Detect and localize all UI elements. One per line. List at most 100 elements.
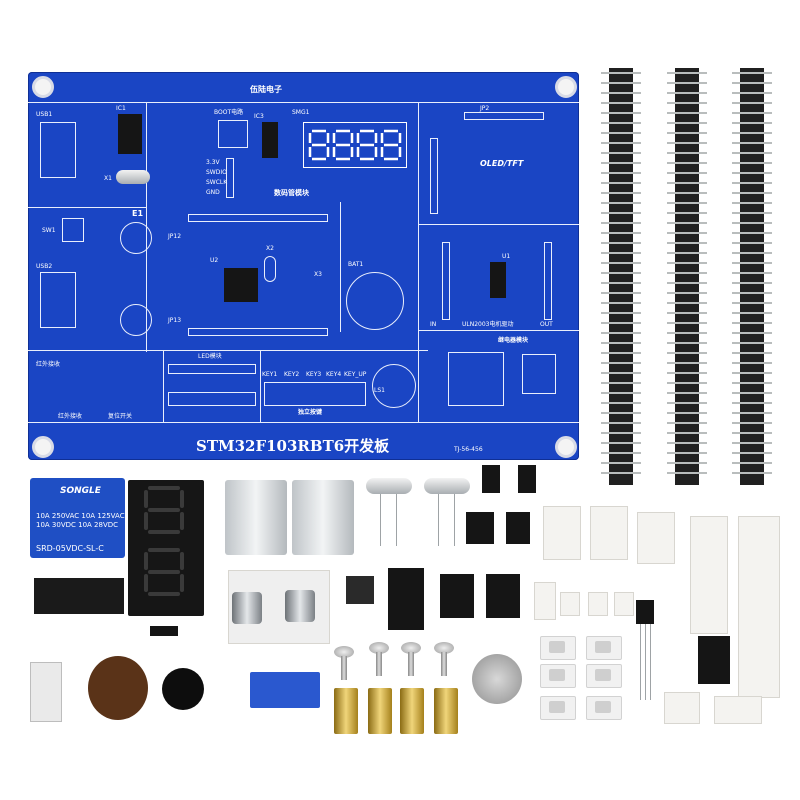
female-header [34,578,124,614]
relay-footprint [448,352,504,406]
header-pin [601,412,641,414]
header-pin [732,472,772,474]
dip-socket [440,574,474,618]
header-pin [732,422,772,424]
jst-connector [664,692,700,724]
mount-hole [32,76,54,98]
tactile-button-core [549,701,565,713]
header-pin [732,102,772,104]
header-pin [732,72,772,74]
ic3-chip [262,122,278,158]
boot-jumper [218,120,248,148]
header-pin [667,172,707,174]
header-pin [732,462,772,464]
screw-shaft [441,652,447,676]
smd-tape [637,512,675,564]
capacitor-e2 [120,304,152,336]
divider [28,102,579,103]
header-pin [667,352,707,354]
header-pin [732,152,772,154]
songle-relay: SONGLE 10A 250VAC 10A 125VAC 10A 30VDC 1… [30,478,125,558]
tactile-button-core [595,669,611,681]
header-pin [667,402,707,404]
header-pin [601,392,641,394]
header-pin [667,332,707,334]
ir-receiver-leg [645,624,646,700]
header-jp12 [188,214,328,222]
header-pin [667,212,707,214]
header-pin [667,282,707,284]
jp12-label: JP12 [168,233,182,240]
sw1-label: SW1 [42,227,56,234]
screw-shaft [341,656,347,680]
electrolytic-capacitor [232,592,262,624]
header-pin [601,372,641,374]
jp13-label: JP13 [168,317,182,324]
usb-connector [292,480,354,555]
swd-header [226,158,234,198]
usb1-label: USB1 [36,111,53,118]
standoff [434,688,458,734]
header-pin [601,302,641,304]
crystal-leg [454,494,455,546]
oled-side-header [430,138,438,214]
header-pin [601,262,641,264]
key-footprints [264,382,366,406]
oled-header [464,112,544,120]
jst-connector [714,696,762,724]
crystal-leg [438,494,439,546]
tactile-button [586,696,622,720]
tactile-button-core [549,669,565,681]
header-pin [667,292,707,294]
divider [418,330,579,331]
buzzer-footprint [372,364,416,408]
smd-inductor [482,465,500,493]
header-pin [667,182,707,184]
header-pin [601,382,641,384]
relay-model: SRD-05VDC-SL-C [36,544,104,553]
header-pin [667,82,707,84]
buzzer [162,668,204,710]
tactile-button-core [595,701,611,713]
pin-header-strip [732,68,772,485]
ir-receiver [636,600,654,624]
key3-label: KEY3 [306,371,322,378]
header-pin [732,352,772,354]
smd-tape [690,516,728,634]
screw [369,642,389,654]
header-pin [732,202,772,204]
header-pin [667,472,707,474]
header-pin [601,432,641,434]
led-module-label: LED模块 [198,353,222,360]
capacitor-e1 [120,222,152,254]
coin-cell-battery [472,654,522,704]
tactile-button [586,636,622,660]
smd-part [588,592,608,616]
header-pin [601,352,641,354]
divider [260,350,261,422]
swd-pin-4: GND [206,189,220,196]
header-pin [667,312,707,314]
standoff [368,688,392,734]
header-pin [732,292,772,294]
x3-label: X3 [314,271,322,278]
relay-module-label: 继电器模块 [498,337,529,344]
header-pin [601,222,641,224]
header-pin [601,192,641,194]
header-pin [732,432,772,434]
header-pin [601,82,641,84]
header-pin [601,172,641,174]
header-pin [732,362,772,364]
tactile-button [586,664,622,688]
relay-terminal [522,354,556,394]
reset-label: 复位开关 [108,413,133,420]
terminal-block [698,636,730,684]
header-pin [732,92,772,94]
header-pin [601,152,641,154]
divider [340,202,341,332]
header-pin [601,292,641,294]
header-pin [732,272,772,274]
header-pin [667,432,707,434]
header-pin [667,152,707,154]
header-pin [601,212,641,214]
